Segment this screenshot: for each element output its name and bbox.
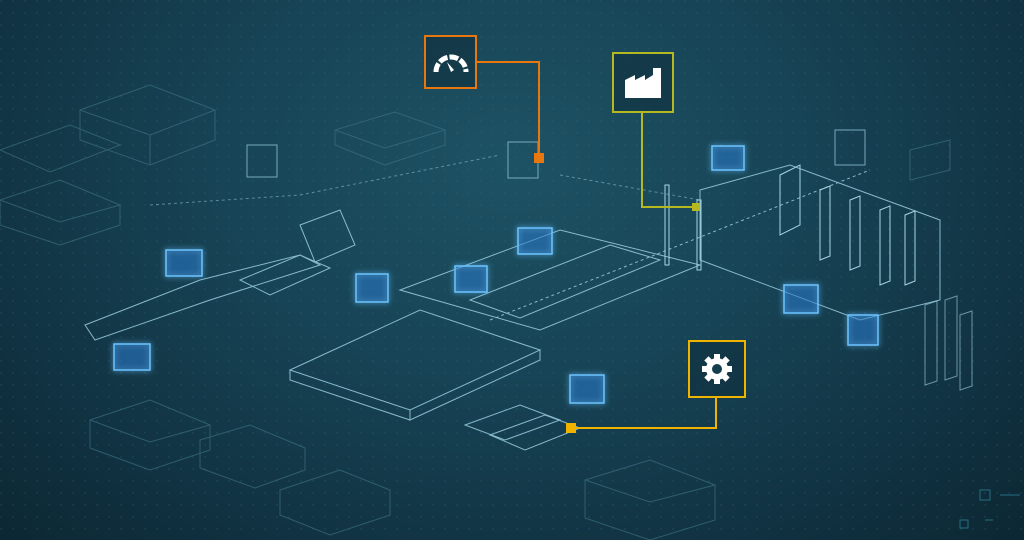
speedometer-icon (433, 54, 468, 73)
gear-icon (702, 354, 732, 384)
background-blocks (0, 84, 951, 540)
factory-icon (625, 67, 661, 98)
panel-screen (113, 343, 151, 371)
performance-callout[interactable] (424, 35, 477, 89)
towers (664, 164, 973, 391)
callout-connectors (476, 61, 717, 433)
glowing-panels (113, 145, 879, 404)
panel-screen (165, 249, 203, 277)
panel-screen (711, 145, 745, 171)
panel-screen (355, 273, 389, 303)
panel-screen (783, 284, 819, 314)
factory-callout[interactable] (612, 52, 674, 113)
panel-screen (847, 314, 879, 346)
panel-screen (454, 265, 488, 293)
corner-decoration (959, 489, 1020, 529)
panel-screen (517, 227, 553, 255)
settings-callout[interactable] (688, 340, 746, 398)
factory-wireframe (84, 154, 941, 451)
panel-screen (569, 374, 605, 404)
